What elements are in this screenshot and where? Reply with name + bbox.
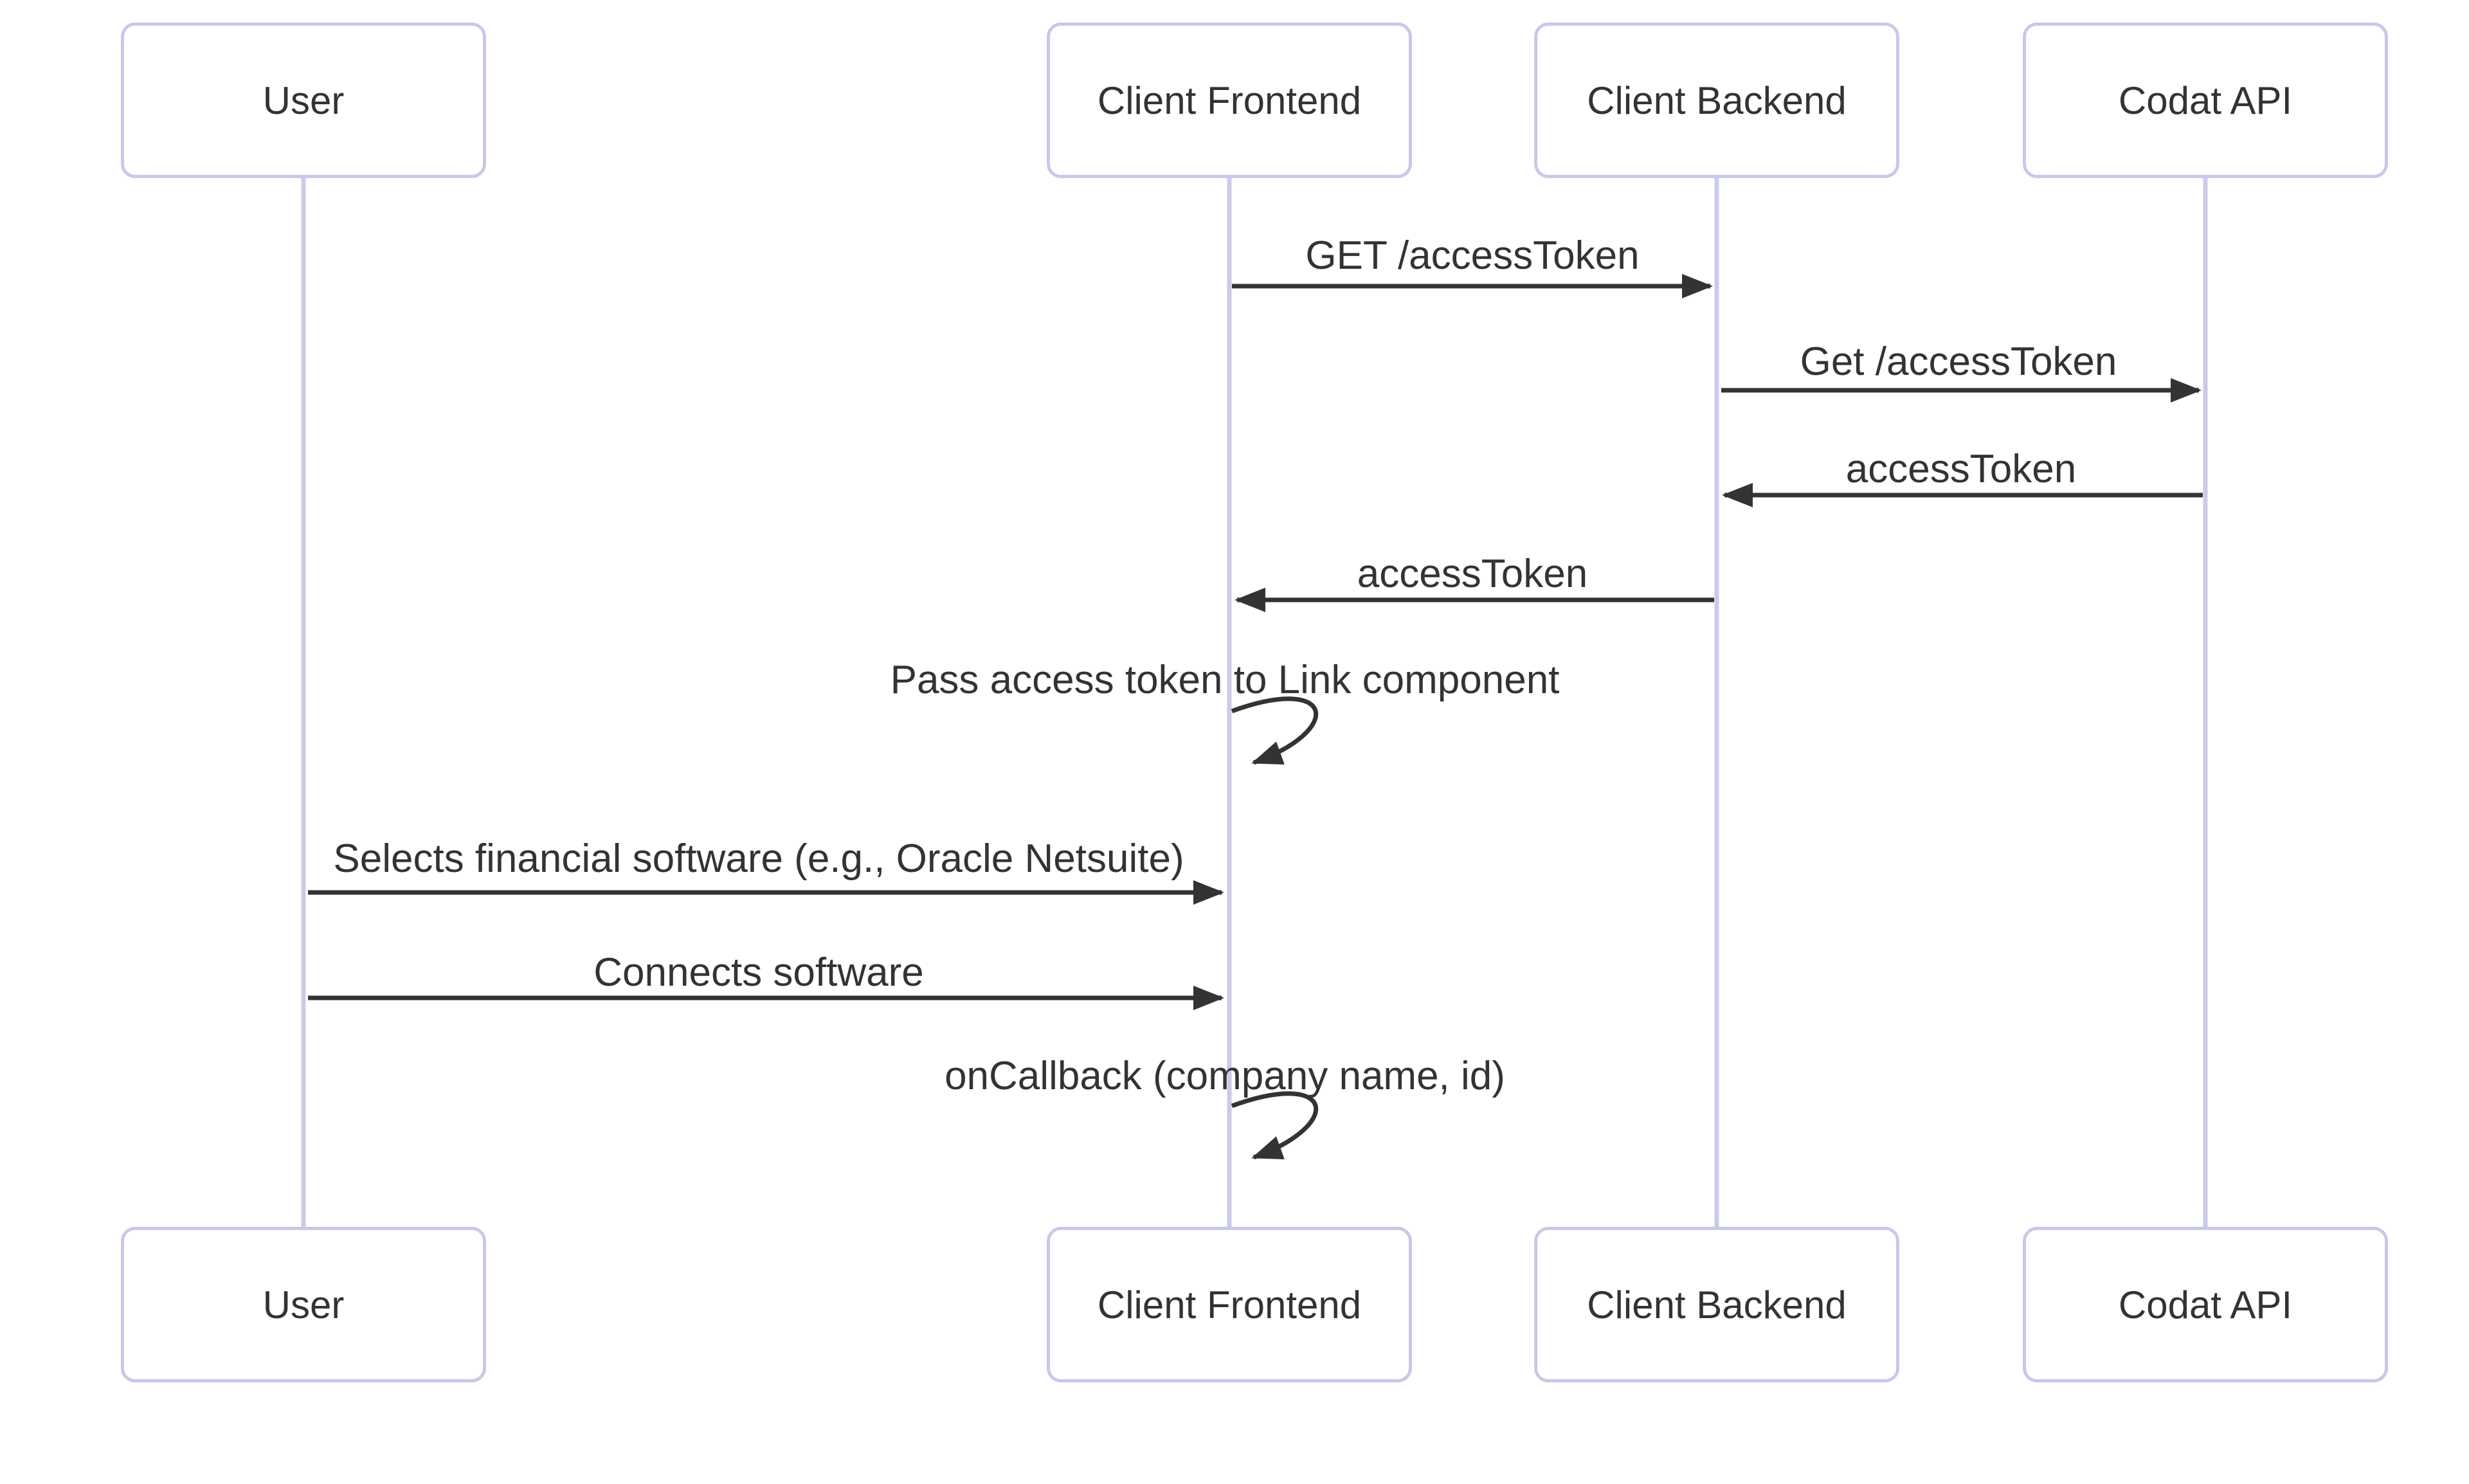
actor-bottom-client-backend: Client Backend (1534, 1227, 1899, 1382)
actor-label: Client Frontend (1097, 1283, 1362, 1326)
actor-label: Client Backend (1587, 78, 1847, 122)
actor-bottom-client-frontend: Client Frontend (1047, 1227, 1412, 1382)
self-loop-oncallback (1231, 1091, 1319, 1160)
message-label-get-accesstoken: GET /accessToken (1305, 233, 1640, 278)
actor-bottom-codat-api: Codat API (2023, 1227, 2388, 1382)
message-label-accesstoken-to-frontend: accessToken (1357, 552, 1588, 596)
message-label-oncallback: onCallback (company name, id) (945, 1054, 1505, 1098)
actor-label: User (262, 1283, 345, 1326)
actor-top-user: User (121, 23, 486, 178)
message-label-pass-access-token: Pass access token to Link component (890, 658, 1560, 702)
message-label-connects-software: Connects software (593, 950, 924, 995)
actor-top-client-backend: Client Backend (1534, 23, 1899, 178)
actor-bottom-user: User (121, 1227, 486, 1382)
actor-top-client-frontend: Client Frontend (1047, 23, 1412, 178)
actor-top-codat-api: Codat API (2023, 23, 2388, 178)
actor-label: User (262, 78, 345, 122)
actor-label: Codat API (2118, 1283, 2293, 1326)
message-label-get-accesstoken-codat: Get /accessToken (1800, 339, 2117, 384)
self-loop-pass-token (1231, 696, 1319, 765)
actor-label: Client Backend (1587, 1283, 1847, 1326)
actor-label: Client Frontend (1097, 78, 1362, 122)
message-label-selects-software: Selects financial software (e.g., Oracle… (333, 837, 1184, 881)
message-label-accesstoken-to-backend: accessToken (1845, 447, 2077, 491)
actor-label: Codat API (2118, 78, 2293, 122)
